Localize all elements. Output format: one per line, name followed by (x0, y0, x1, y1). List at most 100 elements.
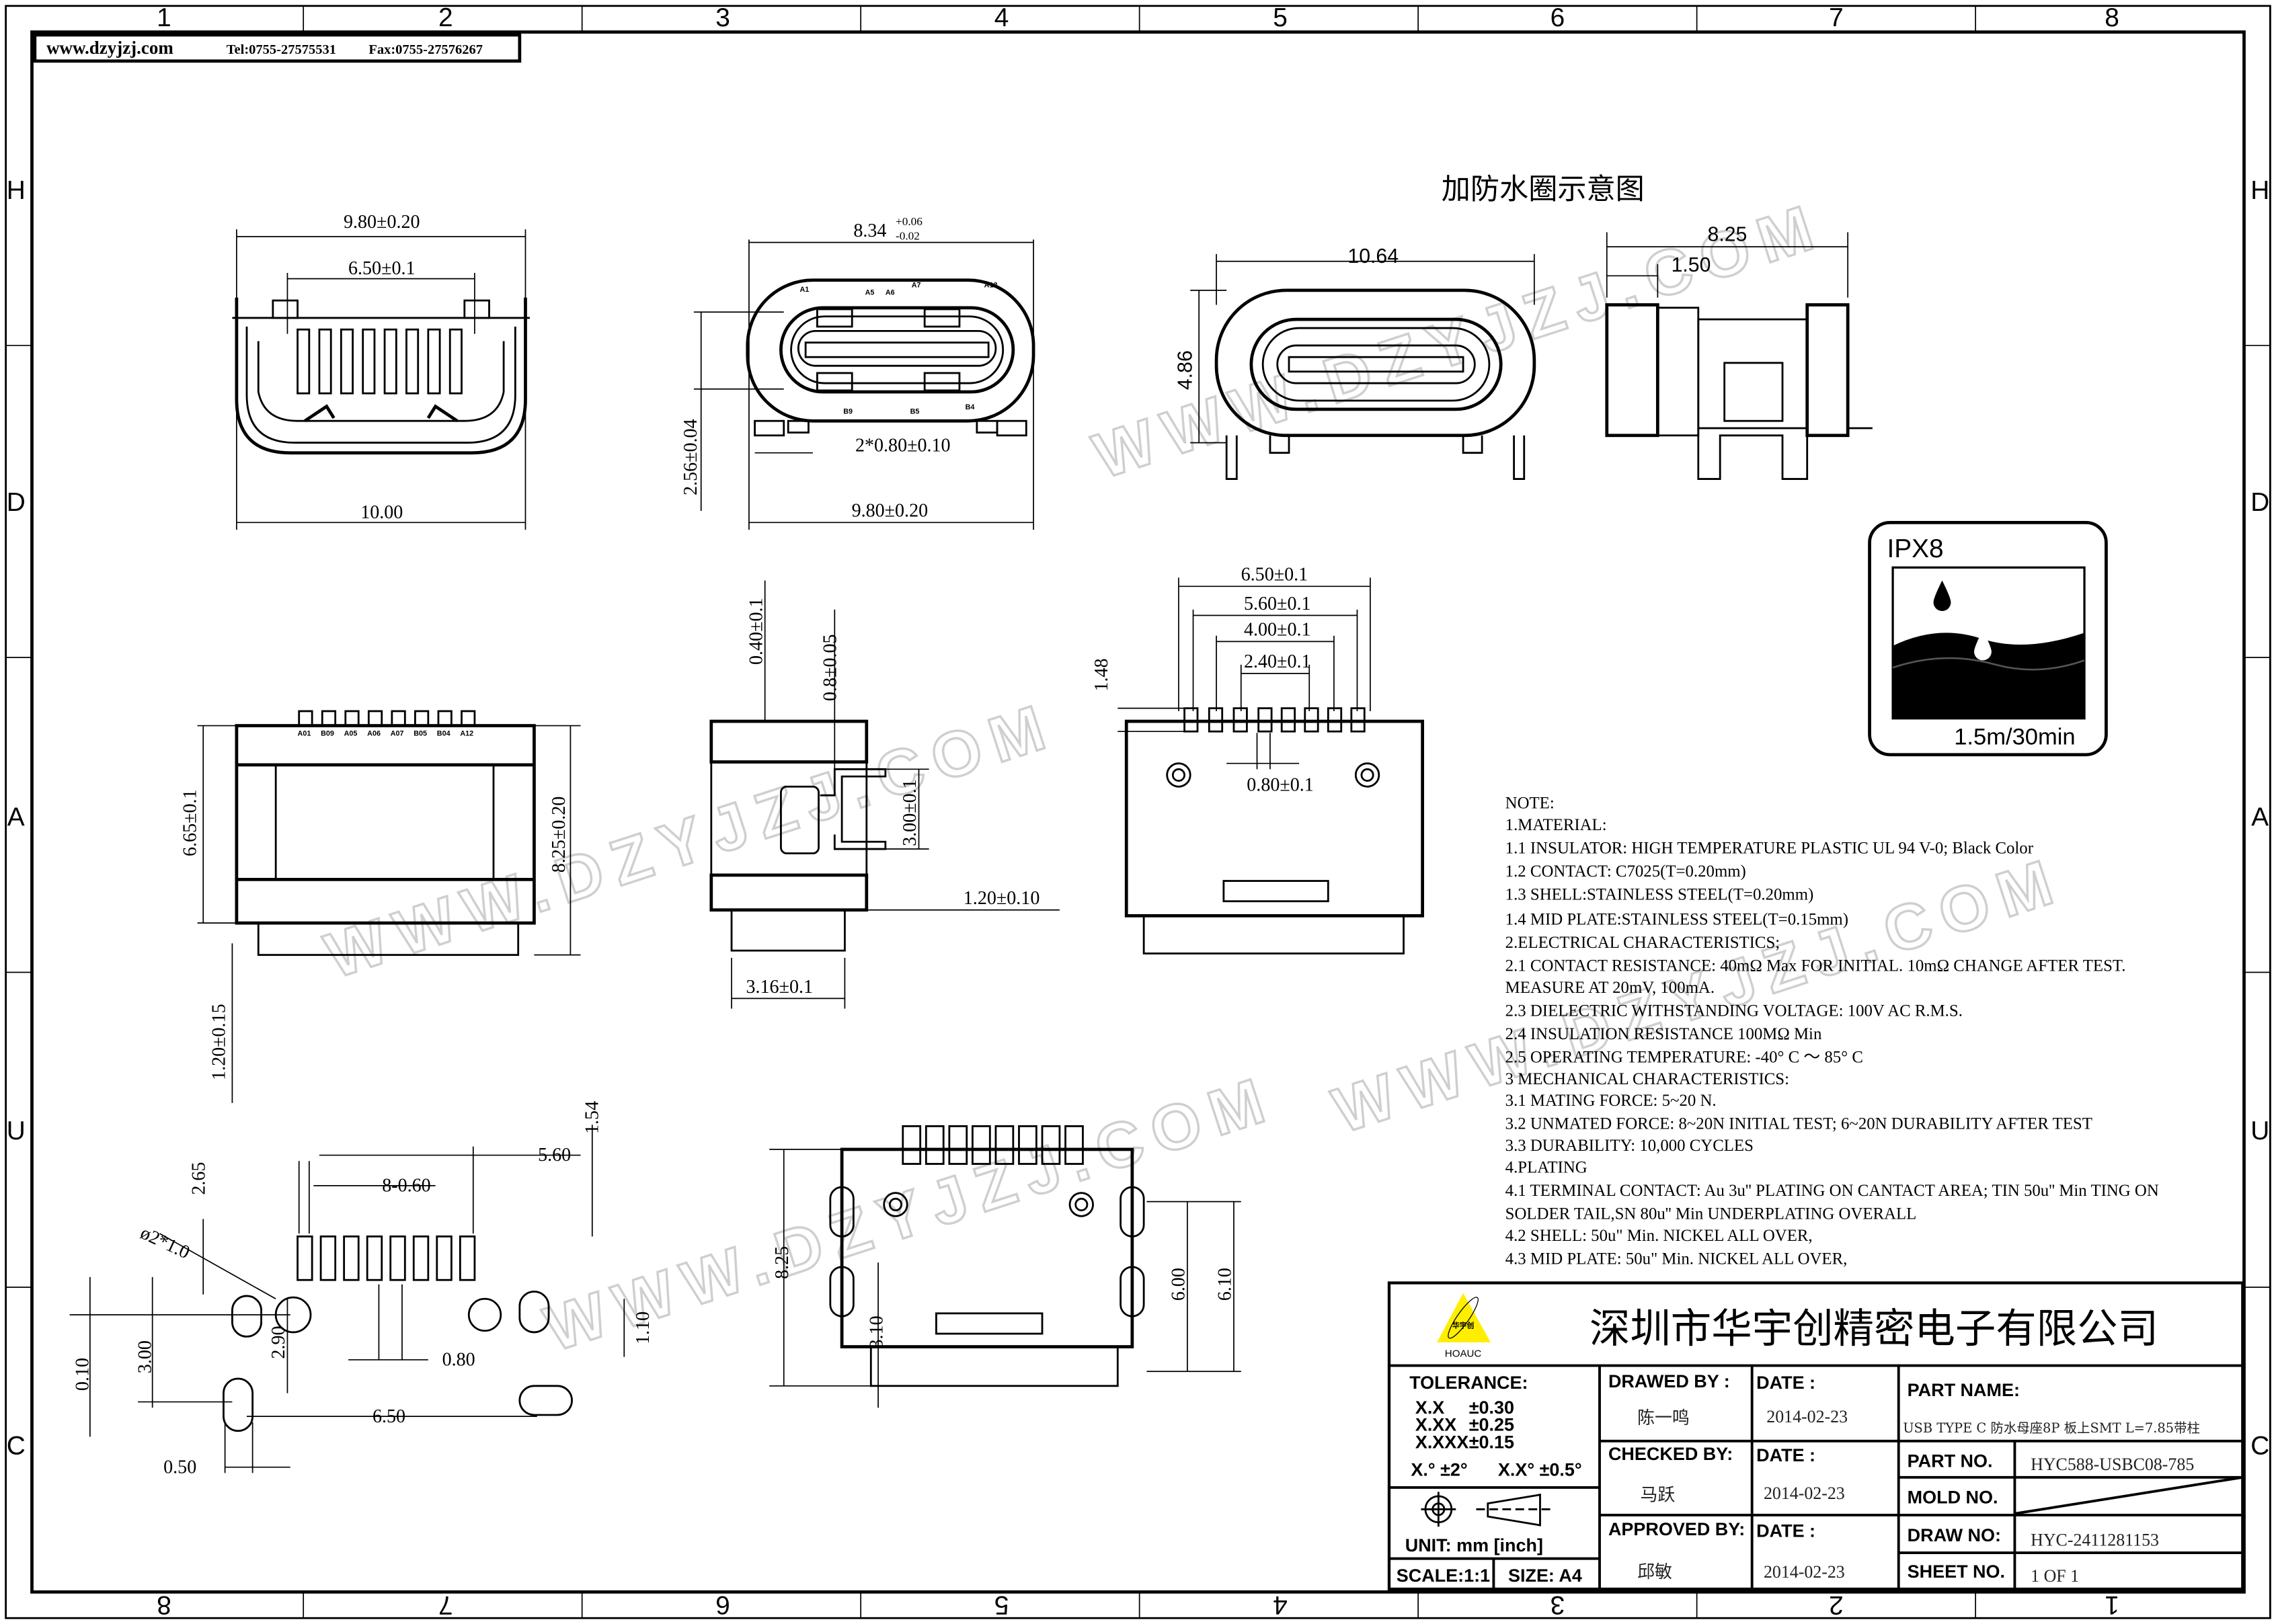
note-line: 3.1 MATING FORCE: 5~20 N. (1505, 1092, 1717, 1110)
website-link[interactable]: www.dzyjzj.com (46, 38, 173, 58)
approved-by: 邱敏 (1637, 1562, 1672, 1582)
pin-label: B09 (321, 730, 334, 738)
zone-label: 8 (2105, 3, 2119, 32)
dim-label: 6.50±0.1 (1241, 565, 1308, 585)
dim-label: 8-0.60 (382, 1176, 430, 1196)
part-no: HYC588-USBC08-785 (2031, 1455, 2194, 1474)
zone-label: 6 (715, 1590, 730, 1619)
part-no-label: PART NO. (1908, 1451, 1993, 1471)
part-name: USB TYPE C 防水母座8P 板上SMT L=7.85带柱 (1903, 1420, 2200, 1436)
dim-label: 1.20±0.15 (209, 1004, 230, 1080)
svg-text:华宇创: 华宇创 (1452, 1321, 1475, 1330)
dim-label: 0.8±0.05 (820, 634, 840, 701)
note-line: 2.ELECTRICAL CHARACTERISTICS; (1505, 934, 1780, 952)
dim-label: 0.80±0.1 (1247, 775, 1314, 796)
pin-label: B9 (843, 407, 853, 415)
dim-label: 0.10 (73, 1358, 93, 1391)
size-label: SIZE: A4 (1508, 1566, 1582, 1586)
sheet-no: 1 OF 1 (2031, 1566, 2079, 1586)
dim-label: 0.40±0.1 (746, 598, 767, 665)
dim-label: 3.16±0.1 (746, 977, 814, 998)
top-view: A01 B09 A05 A06 A07 B05 B04 A12 6.65±0.1… (180, 710, 581, 1103)
zone-label: H (2250, 176, 2269, 205)
zone-label: 8 (157, 1590, 171, 1619)
note-line: 3.2 UNMATED FORCE: 8~20N INITIAL TEST; 6… (1505, 1115, 2092, 1133)
angle-tolerance: X.X° ±0.5° (1498, 1460, 1582, 1480)
projection-symbol-icon (1421, 1492, 1551, 1527)
note-line: NOTE: (1505, 795, 1555, 813)
pin-label: B04 (437, 730, 450, 738)
dim-label: 1.20±0.10 (964, 888, 1040, 909)
dim-label: 1.10 (633, 1311, 654, 1344)
mating-face-view: A1 A5 A6 A7 A12 B9 B5 B4 8.34 +0.06 -0.0… (680, 215, 1035, 530)
company-logo: 华宇创 HOAUC (1437, 1293, 1491, 1360)
note-line: 2.5 OPERATING TEMPERATURE: -40° C ～ 85° … (1505, 1048, 1863, 1066)
zone-labels-side: H D A U C H D A U C (7, 176, 2270, 1460)
date-label: DATE : (1756, 1373, 1815, 1393)
date-label: DATE : (1756, 1445, 1815, 1465)
pin-label: A6 (886, 288, 895, 296)
zone-label: 7 (438, 1590, 453, 1619)
note-line: 3.3 DURABILITY: 10,000 CYCLES (1505, 1137, 1754, 1155)
dim-label: 2.56±0.04 (680, 419, 701, 495)
zone-label: U (2250, 1116, 2269, 1145)
zone-label: 1 (2105, 1590, 2119, 1619)
part-name-label: PART NAME: (1908, 1380, 2020, 1400)
zone-label: 7 (1829, 3, 1844, 32)
checked-by: 马跃 (1640, 1485, 1675, 1504)
scale-label: SCALE:1:1 (1397, 1566, 1490, 1586)
dim-label: 6.65±0.1 (180, 789, 200, 856)
title-block: 华宇创 HOAUC 深圳市华宇创精密电子有限公司 TOLERANCE: X.X … (1387, 1281, 2244, 1591)
drawing-frame (5, 5, 2271, 1619)
pin-label: A12 (460, 730, 473, 738)
note-line: 4.2 SHELL: 50u" Min. NICKEL ALL OVER, (1505, 1227, 1813, 1245)
zone-label: 1 (157, 3, 171, 32)
dim-label: 0.80 (442, 1350, 475, 1371)
zone-label: A (7, 803, 25, 832)
note-line: 1.1 INSULATOR: HIGH TEMPERATURE PLASTIC … (1505, 840, 2034, 858)
note-line: SOLDER TAIL,SN 80u'' Min UNDERPLATING OV… (1505, 1205, 1917, 1223)
ipx8-spec: 1.5m/30min (1954, 725, 2075, 750)
bottom-view: 8.25 6.00 6.10 3.10 (769, 1125, 1241, 1408)
angle-tolerance: X.° ±2° (1411, 1460, 1467, 1480)
dim-label: 5.60±0.1 (1244, 594, 1311, 614)
dim-label: 2.90 (268, 1326, 289, 1358)
approved-by-label: APPROVED BY: (1608, 1519, 1745, 1539)
zone-labels-top: 1 2 3 4 5 6 7 8 (157, 3, 2119, 32)
mold-no-label: MOLD NO. (1908, 1488, 1998, 1508)
note-line: 4.PLATING (1505, 1158, 1587, 1176)
dim-label: 8.25 (1708, 224, 1748, 246)
dim-label: 2.40±0.1 (1244, 651, 1311, 672)
zone-label: 3 (715, 3, 730, 32)
pin-label: B5 (910, 407, 920, 415)
dim-label: 3.00 (135, 1340, 156, 1373)
dim-label: 6.10 (1215, 1268, 1236, 1301)
zone-label: 2 (438, 3, 453, 32)
pin-label: B05 (414, 730, 427, 738)
zone-label: 5 (994, 1590, 1009, 1619)
dim-tolerance-upper: +0.06 (896, 215, 923, 228)
note-line: 2.3 DIELECTRIC WITHSTANDING VOLTAGE: 100… (1505, 1002, 1963, 1020)
zone-labels-bottom: 8 7 6 5 4 3 2 1 (157, 1590, 2119, 1619)
dim-label: 2*0.80±0.10 (855, 436, 951, 456)
dim-label: 8.25 (772, 1246, 793, 1279)
waterproof-view-title: 加防水圈示意图 (1442, 173, 1645, 206)
approved-date: 2014-02-23 (1764, 1562, 1845, 1582)
water-drop-icon (1933, 580, 1951, 612)
dim-label: ø2*1.0 (137, 1223, 193, 1264)
fax-text: Fax:0755-27576267 (368, 42, 483, 57)
draw-no: HYC-2411281153 (2031, 1530, 2159, 1549)
tolerance-label: TOLERANCE: (1409, 1373, 1528, 1393)
zone-label: 4 (994, 3, 1009, 32)
dim-label: 4.00±0.1 (1244, 620, 1311, 641)
pin-label: A7 (912, 282, 921, 290)
zone-label: 4 (1273, 1590, 1288, 1619)
drawn-by: 陈一鸣 (1637, 1408, 1690, 1428)
zone-label: A (2251, 803, 2269, 832)
tolerance-value: ±0.25 (1469, 1415, 1514, 1435)
drawn-date: 2014-02-23 (1766, 1407, 1848, 1426)
notes: NOTE: 1.MATERIAL: 1.1 INSULATOR: HIGH TE… (1505, 795, 2159, 1268)
zone-label: C (7, 1431, 26, 1460)
note-line: 1.2 CONTACT: C7025(T=0.20mm) (1505, 862, 1746, 881)
pin-label: A12 (984, 282, 998, 290)
